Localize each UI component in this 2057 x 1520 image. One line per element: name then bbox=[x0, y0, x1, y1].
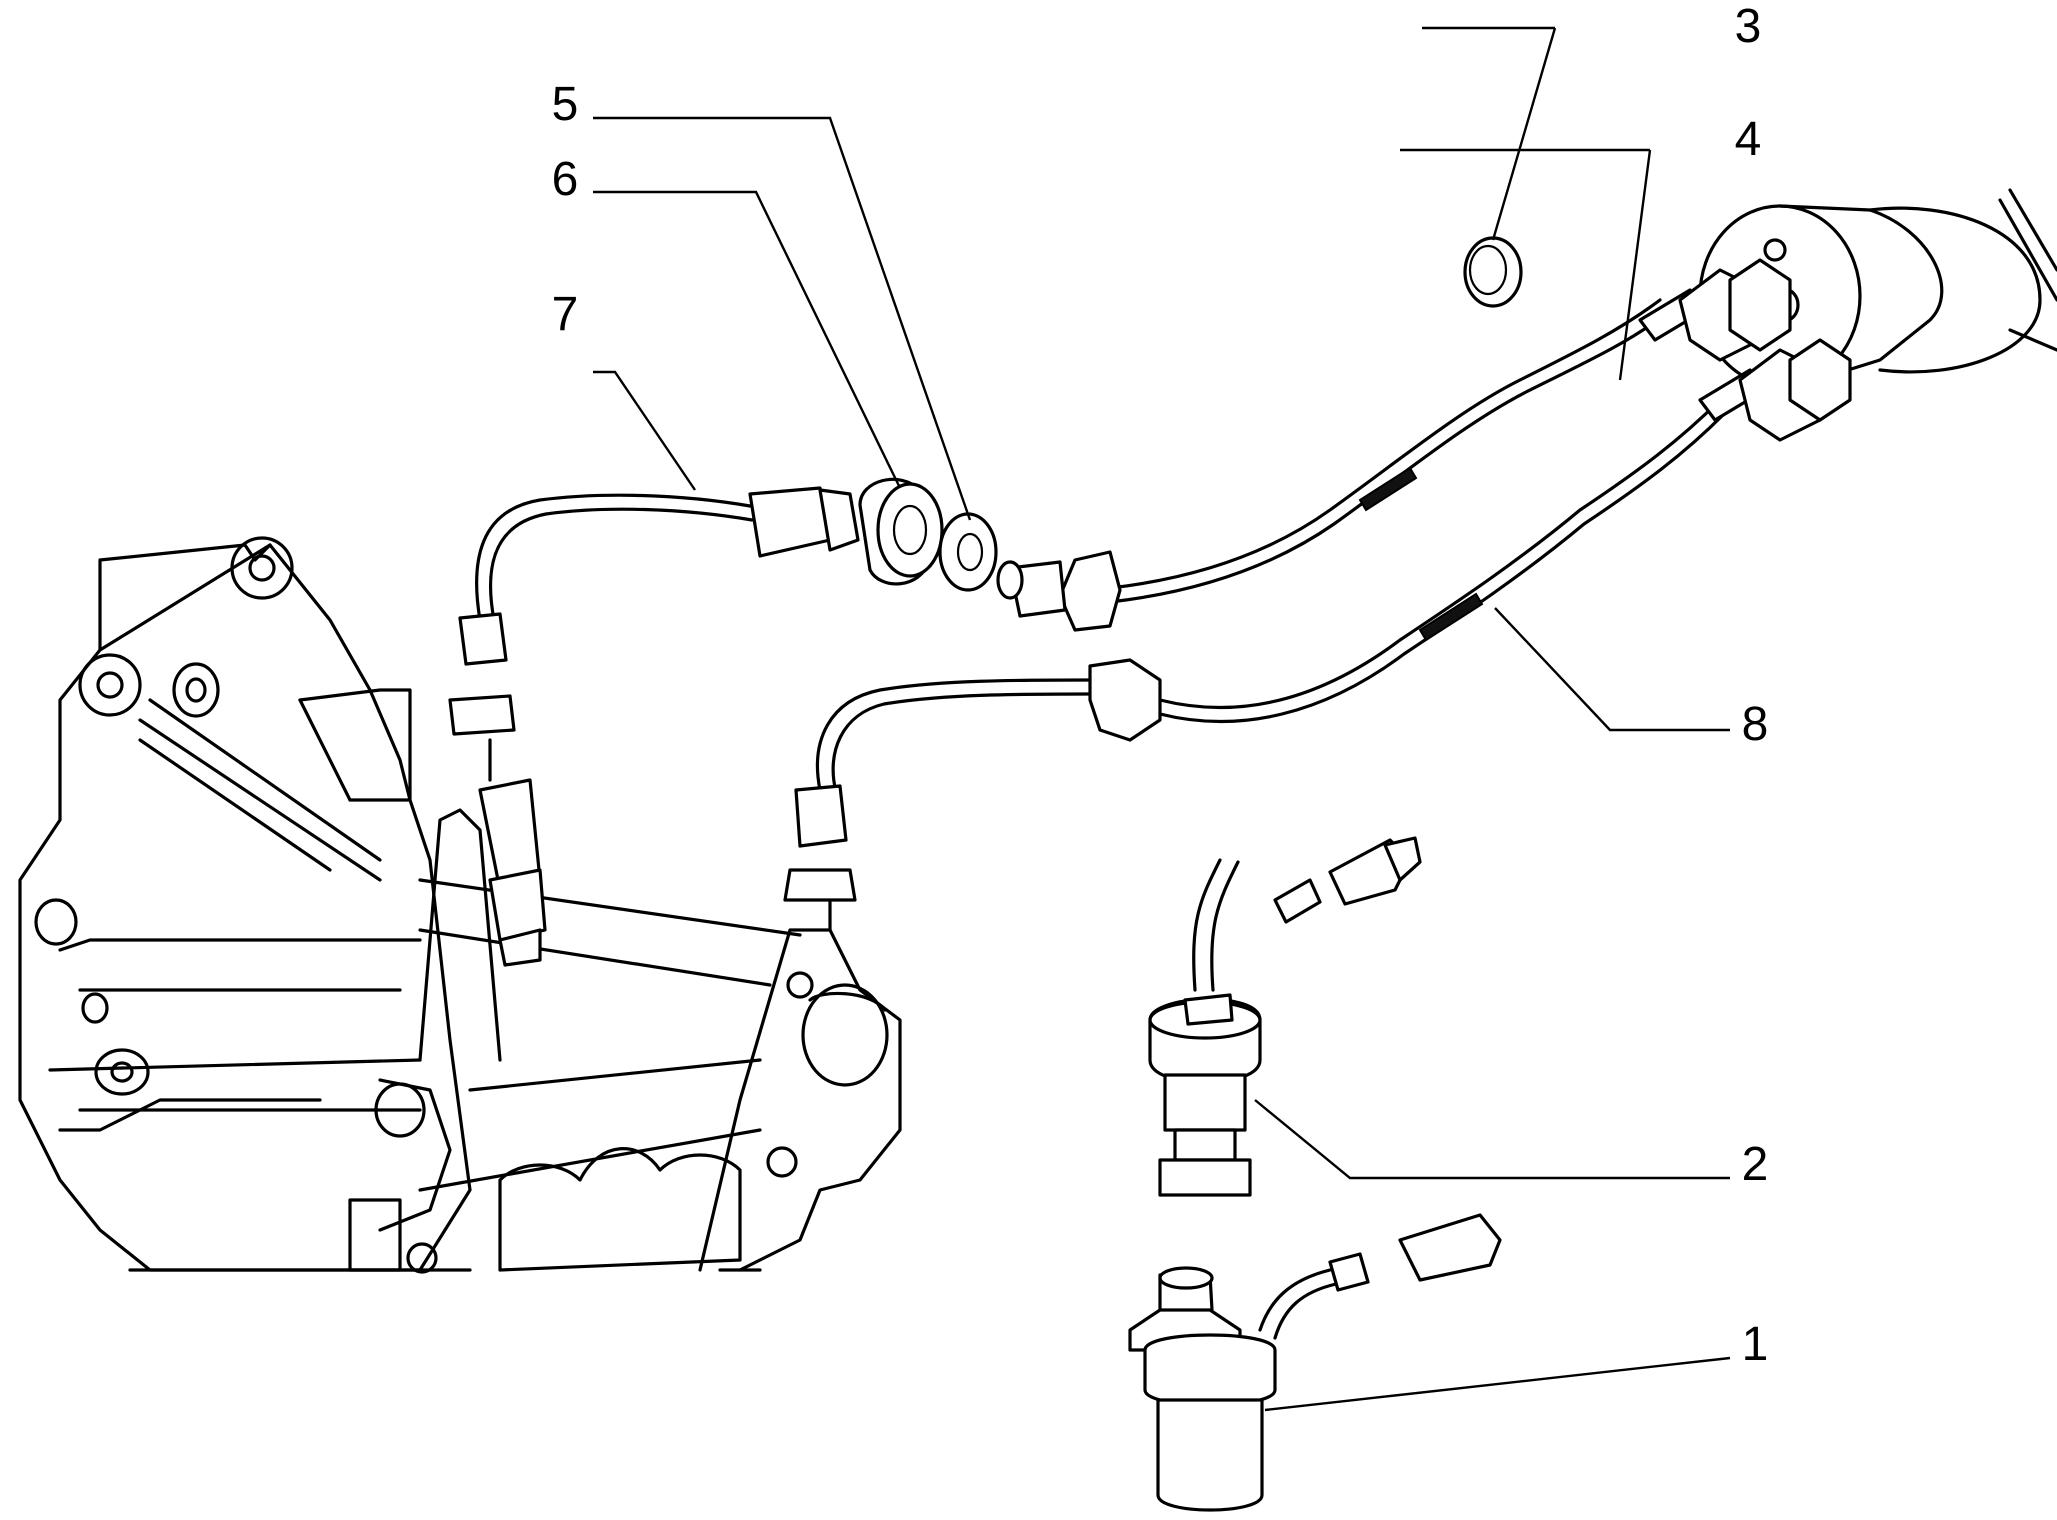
leader-line-1 bbox=[1264, 1356, 1731, 1412]
washer bbox=[938, 512, 998, 592]
leader-line-5 bbox=[593, 116, 972, 521]
leader-line-4 bbox=[1400, 148, 1652, 381]
callout-2: 2 bbox=[1742, 1138, 1769, 1191]
speed-sensor bbox=[1148, 836, 1422, 1197]
speedometer-cable-upper bbox=[996, 258, 1792, 632]
cable-with-drive bbox=[448, 486, 860, 967]
callout-4: 4 bbox=[1735, 113, 1762, 166]
callout-3: 3 bbox=[1735, 0, 1762, 53]
pressure-sensor bbox=[1128, 1213, 1502, 1512]
leader-lines bbox=[593, 26, 1731, 1412]
callout-5: 5 bbox=[552, 78, 579, 131]
callout-labels: 3 4 5 6 7 8 2 1 bbox=[552, 0, 1769, 1371]
leader-line-7 bbox=[593, 370, 696, 491]
gearbox-housing bbox=[18, 536, 902, 1274]
callout-7: 7 bbox=[552, 288, 579, 341]
callout-1: 1 bbox=[1742, 1318, 1769, 1371]
leader-line-6 bbox=[593, 190, 902, 489]
callout-8: 8 bbox=[1742, 698, 1769, 751]
leader-line-2 bbox=[1254, 1099, 1730, 1180]
cap-plug bbox=[1463, 236, 1523, 308]
ring-nut bbox=[858, 477, 944, 586]
speedometer-cable-lower bbox=[783, 338, 1852, 932]
leader-line-3 bbox=[1422, 26, 1557, 241]
callout-6: 6 bbox=[552, 153, 579, 206]
leader-line-8 bbox=[1494, 607, 1730, 732]
